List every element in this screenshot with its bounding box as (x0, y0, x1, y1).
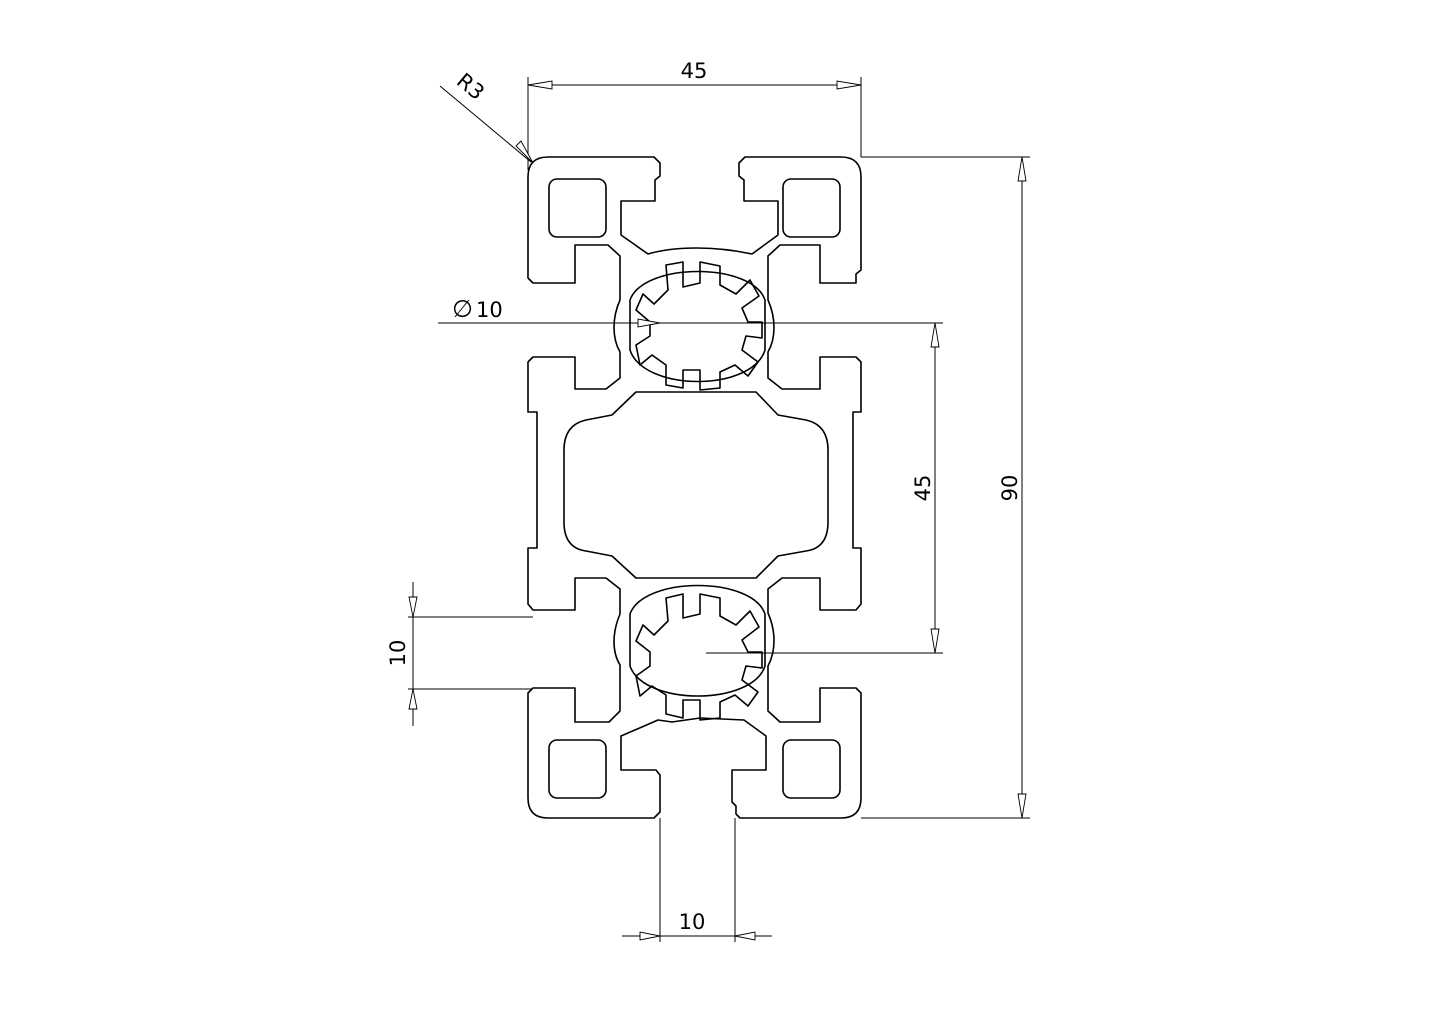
bore-star-top (635, 261, 763, 391)
dimension-center-distance: 45 (706, 322, 943, 654)
dimension-top-width: 45 (527, 59, 862, 170)
dimension-total-height: 90 (861, 156, 1030, 819)
slot-width-label: 10 (679, 910, 706, 934)
dimension-bore-diameter: ∅ 10 (438, 295, 943, 328)
dimension-corner-radius: R3 (439, 68, 534, 164)
slot-height-label: 10 (386, 640, 410, 667)
corner-radius-label: R3 (452, 68, 489, 104)
profile-outline (527, 156, 862, 819)
diameter-symbol: ∅ (452, 295, 473, 323)
dimension-slot-width: 10 (622, 818, 772, 942)
bore-star-bottom (635, 593, 763, 721)
dimension-slot-height: 10 (386, 582, 533, 726)
top-width-label: 45 (681, 59, 708, 83)
total-height-label: 90 (998, 475, 1022, 502)
bore-diameter-label: 10 (476, 298, 503, 322)
center-distance-label: 45 (911, 475, 935, 502)
